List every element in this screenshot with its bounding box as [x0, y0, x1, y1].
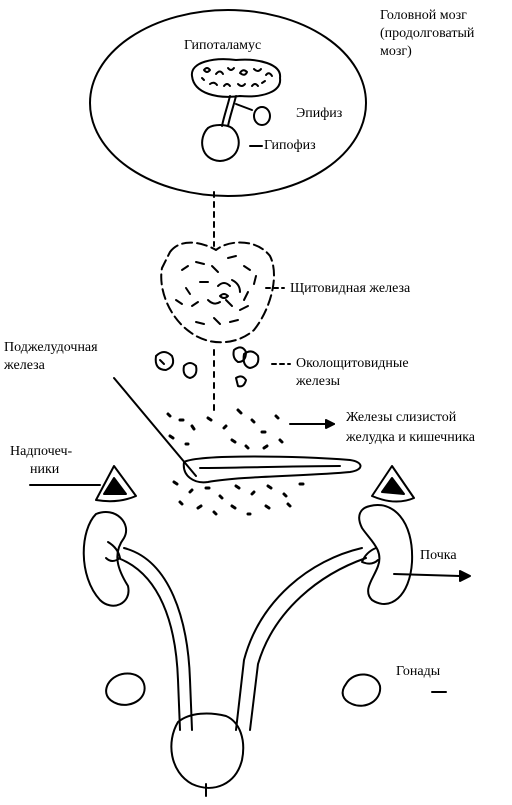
hypothalamus-texture: [201, 67, 273, 87]
kidney-pointer: [393, 573, 461, 577]
label-brain-line1: Головной мозг: [380, 8, 467, 23]
pituitary-stalk: [221, 95, 231, 127]
hypophysis-shape: [201, 124, 240, 162]
kidney-right: [358, 503, 414, 605]
label-hypothalamus: Гипоталамус: [184, 38, 262, 53]
thyroid-texture: [175, 255, 257, 325]
epiphysis-stalk: [235, 103, 253, 111]
epiphysis-shape: [253, 106, 271, 126]
brain-outline: [89, 9, 367, 197]
hypothalamus-shape: [190, 58, 282, 98]
parathyroid-glands: [154, 346, 260, 388]
ureter-right: [235, 547, 363, 731]
label-parathyroid-line2: железы: [296, 374, 341, 389]
bladder-shape: [170, 712, 245, 789]
label-gonads: Гонады: [396, 664, 441, 679]
kidney-left: [82, 511, 130, 607]
label-pancreas-line1: Поджелудочная: [4, 340, 98, 355]
label-adrenal-line2: ники: [30, 462, 60, 477]
label-pancreas-line2: железа: [4, 358, 45, 373]
gonad-left: [105, 672, 146, 706]
pancreas-pointer: [113, 377, 197, 477]
gonad-right: [341, 673, 382, 707]
label-kidney: Почка: [420, 548, 457, 563]
thyroid-shape: [160, 241, 275, 344]
mucosa-dots: [166, 408, 284, 450]
ureter-left: [123, 547, 193, 731]
label-brain-line2: (продолговатый: [380, 26, 475, 41]
label-mucosa-line2: желудка и кишечника: [346, 430, 475, 445]
label-epiphysis: Эпифиз: [296, 106, 343, 121]
label-thyroid: Щитовидная железа: [290, 281, 411, 296]
label-hypophysis: Гипофиз: [264, 138, 316, 153]
pancreas-shape: [182, 455, 362, 484]
label-adrenal-line1: Надпочеч-: [10, 444, 73, 459]
label-parathyroid-line1: Околощитовидные: [296, 356, 409, 371]
label-brain-line3: мозг): [380, 44, 412, 59]
label-mucosa-line1: Железы слизистой: [346, 410, 457, 425]
adrenal-right-shape: [371, 465, 415, 503]
adrenal-left-shape: [95, 465, 137, 503]
intestine-dots: [172, 480, 305, 516]
